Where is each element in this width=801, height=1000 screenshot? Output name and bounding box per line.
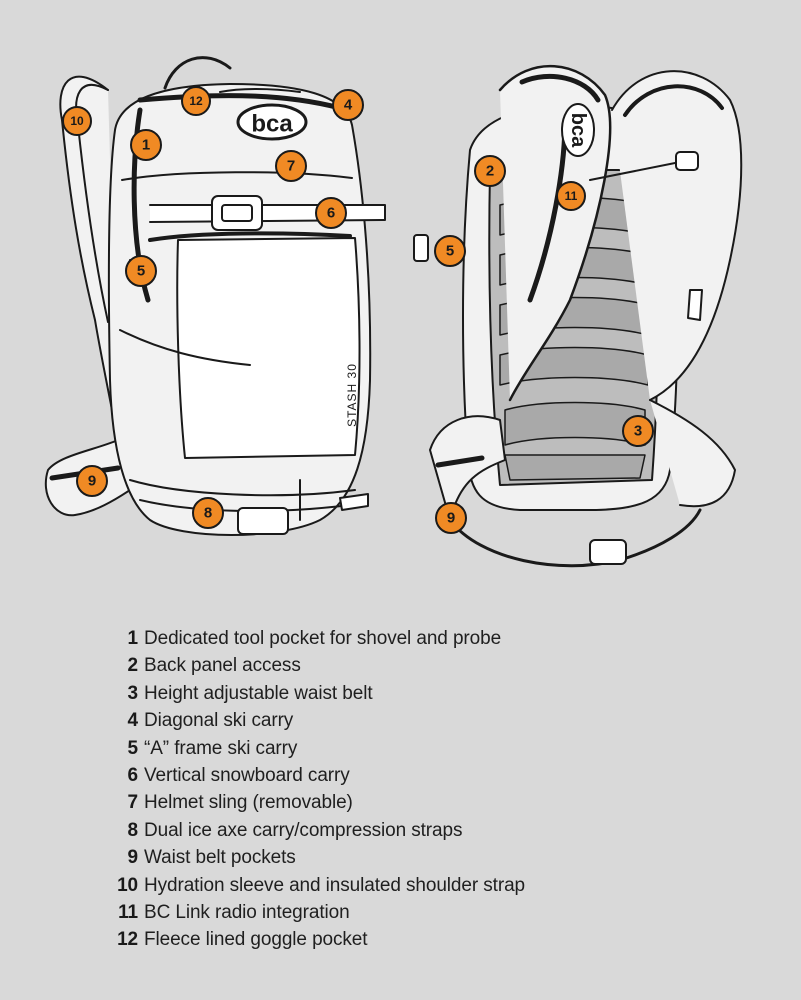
model-text: STASH 30	[345, 363, 359, 427]
legend-text: Dual ice axe carry/compression straps	[144, 819, 463, 841]
callout-9-back: 9	[435, 502, 467, 534]
front-logo: bca	[251, 111, 293, 138]
front-pack	[44, 56, 386, 536]
legend-number: 1	[127, 628, 139, 649]
legend-text: BC Link radio integration	[144, 901, 350, 923]
legend-number: 3	[127, 682, 139, 704]
svg-text:12: 12	[189, 94, 203, 108]
legend-number: 6	[127, 764, 139, 786]
back-logo: bca	[567, 113, 589, 148]
legend-number: 10	[117, 874, 138, 896]
svg-text:7: 7	[287, 158, 295, 175]
legend-text: Back panel access	[144, 655, 301, 677]
svg-text:9: 9	[447, 510, 455, 527]
svg-text:8: 8	[204, 505, 212, 522]
callout-6: 6	[315, 197, 347, 229]
legend-item: 11 BC Link radio integration	[108, 899, 708, 926]
svg-text:3: 3	[634, 423, 642, 440]
callout-1: 1	[130, 129, 162, 161]
svg-text:1: 1	[142, 137, 150, 154]
svg-text:11: 11	[565, 189, 578, 203]
legend-item: 10 Hydration sleeve and insulated shoulde…	[108, 872, 708, 899]
legend-number: 4	[127, 710, 139, 732]
legend-text: Height adjustable waist belt	[144, 682, 373, 704]
front-callouts: 12 4 10 1 7 6 5 9 8	[62, 86, 364, 529]
svg-text:5: 5	[446, 243, 454, 260]
callout-8: 8	[192, 497, 224, 529]
legend-number: 7	[127, 792, 139, 814]
svg-text:9: 9	[88, 473, 96, 490]
legend-item: 5“A” frame ski carry	[108, 735, 708, 762]
svg-text:6: 6	[327, 205, 335, 222]
legend-text: Vertical snowboard carry	[144, 764, 350, 786]
svg-text:5: 5	[137, 263, 145, 280]
legend-number: 9	[127, 847, 139, 869]
legend-number: 12	[117, 929, 138, 951]
legend-number: 5	[127, 737, 139, 759]
legend-text: Waist belt pockets	[144, 847, 296, 869]
backpack-illustration: bca bca STASH 30 12 4 10 1 7 6 5 9 8 2 1…	[44, 56, 743, 568]
callout-11: 11	[556, 181, 586, 211]
legend-number: 11	[118, 901, 138, 923]
back-callouts: 2 11 5 3 9	[434, 155, 654, 534]
callout-5-front: 5	[125, 255, 157, 287]
svg-text:2: 2	[486, 163, 494, 180]
callout-4: 4	[332, 89, 364, 121]
callout-5-back: 5	[434, 235, 466, 267]
callout-3: 3	[622, 415, 654, 447]
legend-text: Hydration sleeve and insulated shoulder …	[144, 874, 526, 896]
legend-number: 2	[127, 655, 139, 677]
legend-text: “A” frame ski carry	[144, 737, 298, 759]
legend-text: Fleece lined goggle pocket	[144, 929, 368, 951]
svg-text:10: 10	[70, 114, 84, 128]
legend-text: Helmet sling (removable)	[144, 792, 353, 814]
callout-2: 2	[474, 155, 506, 187]
legend-text: Diagonal ski carry	[144, 710, 294, 732]
callout-7: 7	[275, 150, 307, 182]
svg-text:4: 4	[344, 97, 353, 114]
legend-number: 8	[127, 819, 139, 841]
back-pack	[413, 65, 743, 568]
callout-12: 12	[181, 86, 211, 116]
legend-text: Dedicated tool pocket for shovel and pro…	[144, 628, 502, 649]
callout-9-front: 9	[76, 465, 108, 497]
legend-item: 12 Fleece lined goggle pocket	[108, 926, 708, 953]
callout-10: 10	[62, 106, 92, 136]
